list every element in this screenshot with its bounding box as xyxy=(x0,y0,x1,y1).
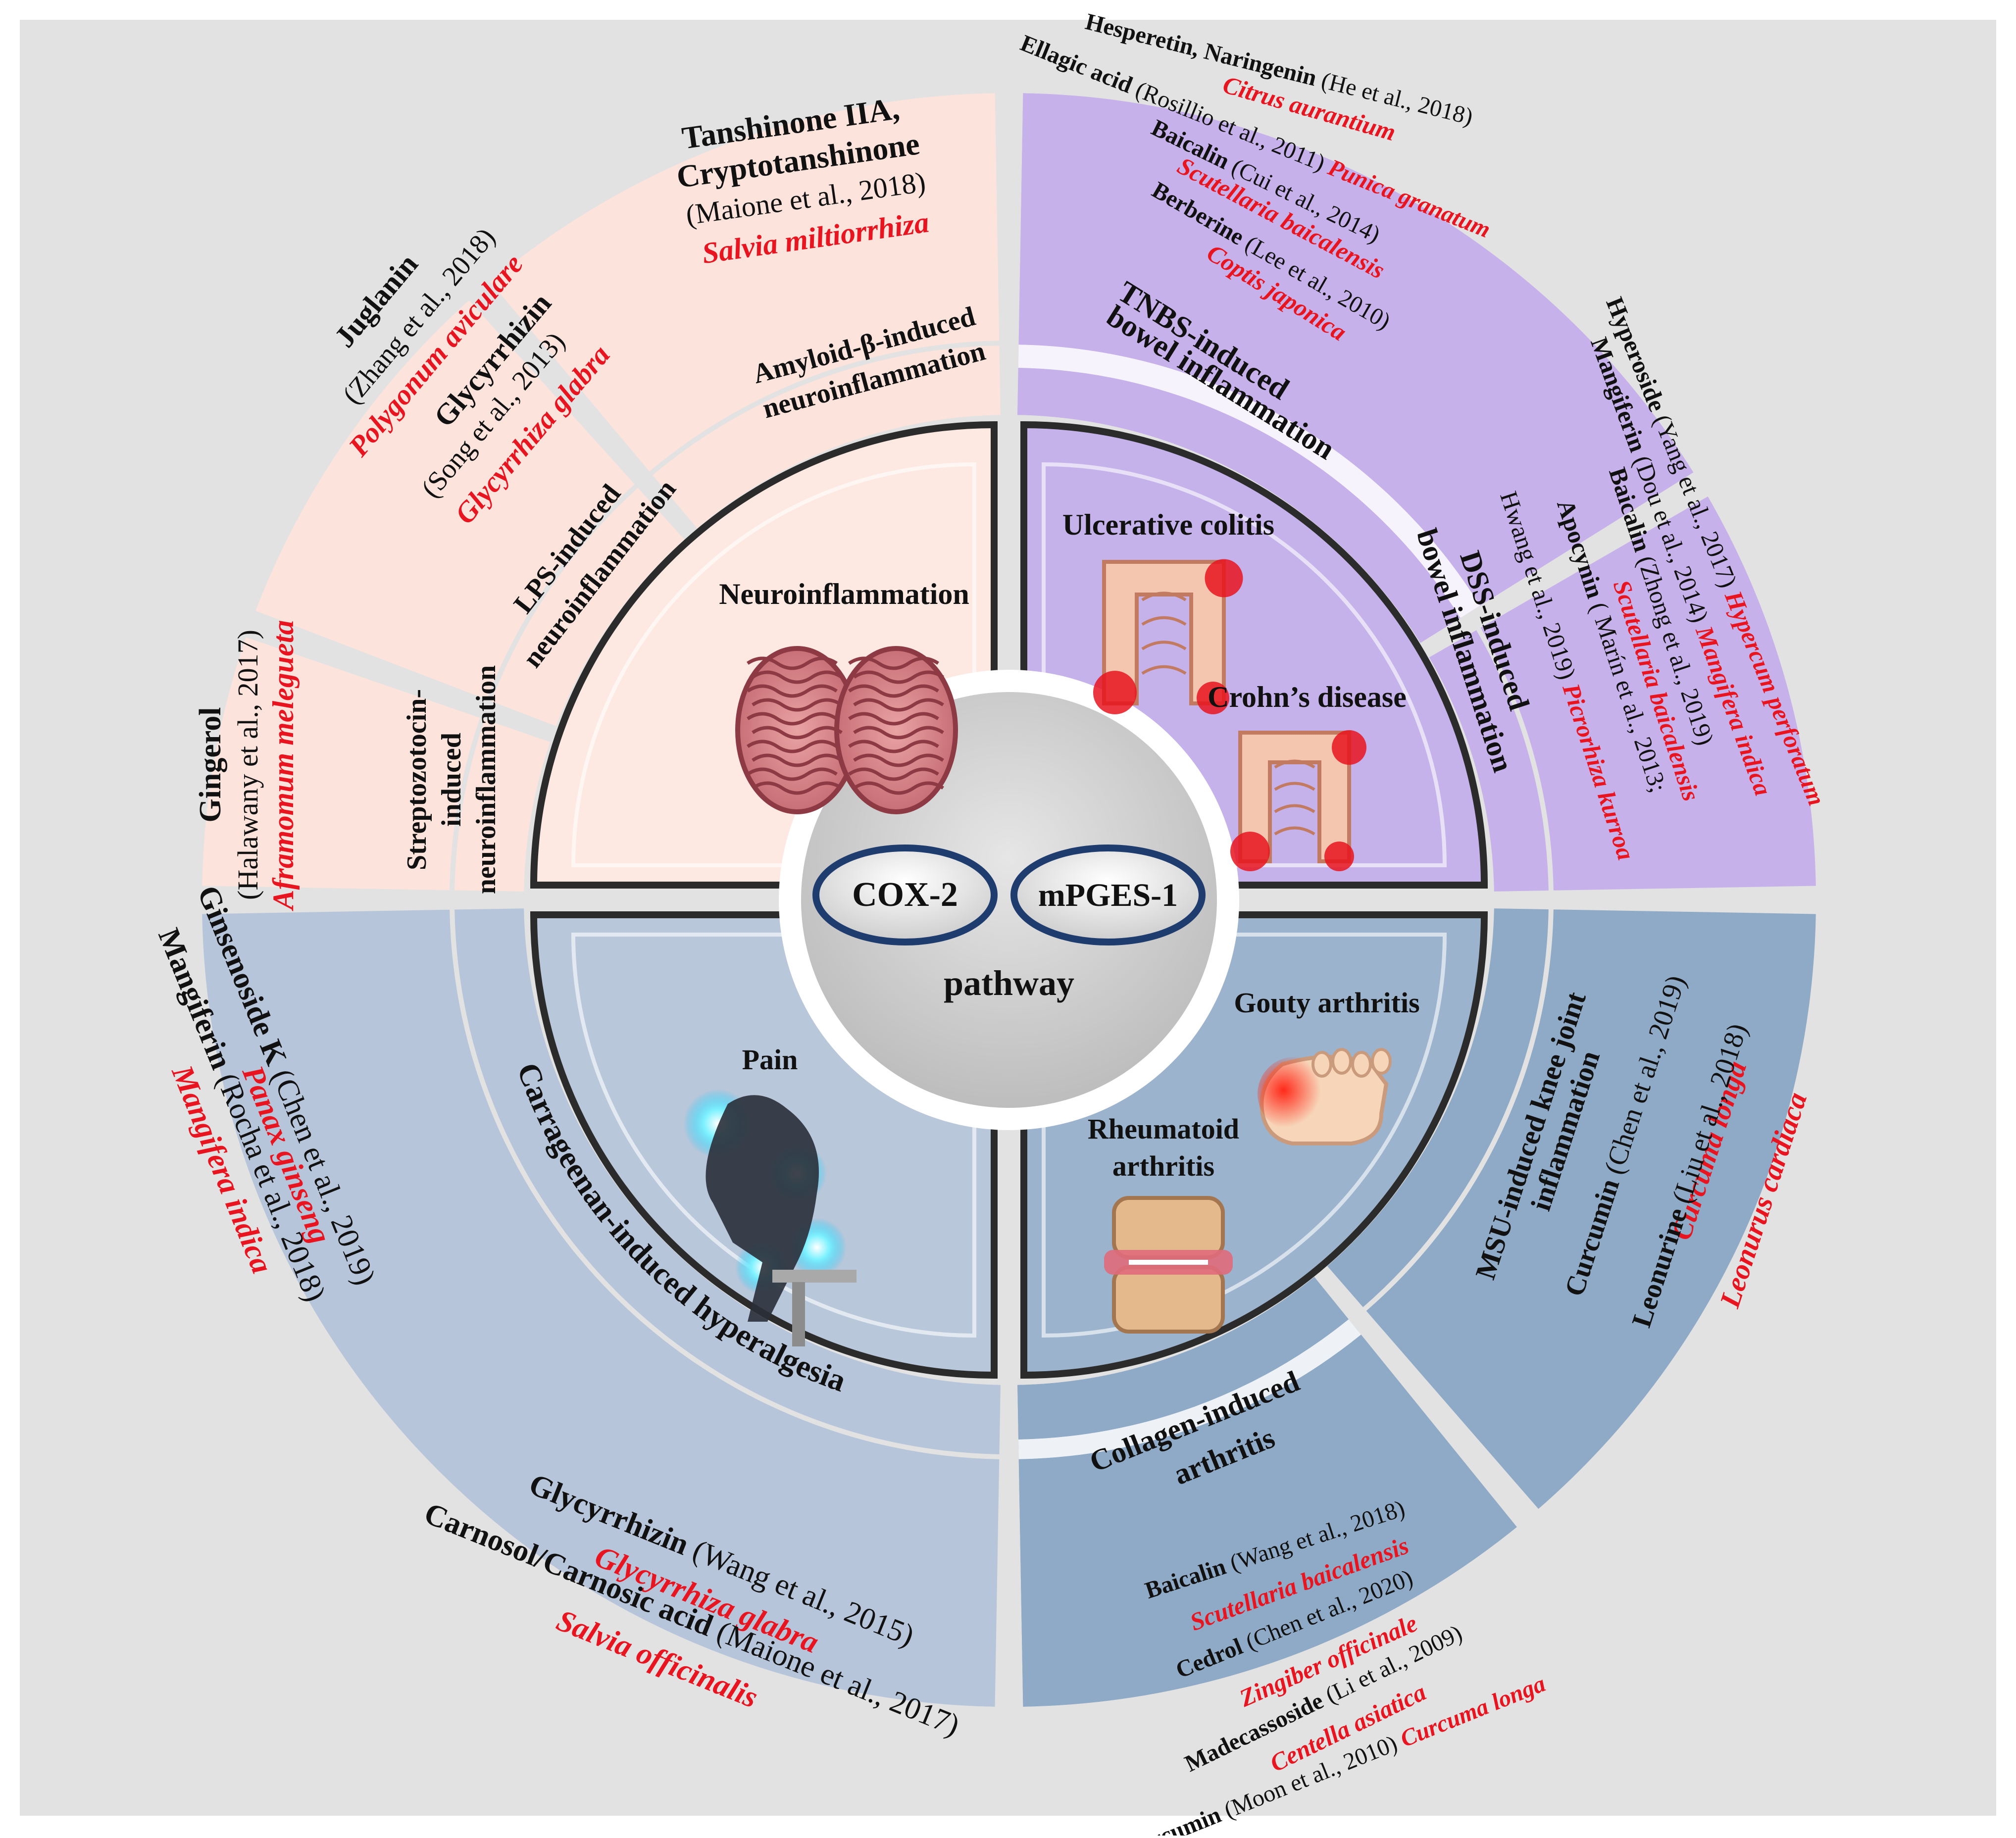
brain-fold xyxy=(853,726,944,740)
cox2-label: COX-2 xyxy=(852,876,958,914)
segment-dss-refs xyxy=(1480,497,1816,891)
brain-fold xyxy=(747,684,838,698)
bowel-loop xyxy=(1141,616,1187,626)
brain-fold xyxy=(747,767,838,781)
bone-upper xyxy=(1112,1196,1225,1259)
gout-inflammation xyxy=(1258,1057,1332,1131)
brain-fold xyxy=(752,753,843,767)
crohns-intestine-icon xyxy=(1230,730,1366,871)
foot-icon xyxy=(1258,1048,1392,1145)
toe xyxy=(1331,1048,1352,1075)
bowel-loop xyxy=(1141,641,1187,650)
inflammation-spot xyxy=(1093,671,1137,714)
segment-streptozotocin xyxy=(454,719,551,892)
brain-icon xyxy=(735,646,958,814)
inflammation-spot xyxy=(1197,682,1229,714)
brain-fold xyxy=(853,670,944,684)
mpges1-pill xyxy=(1010,844,1206,945)
pain-figure-stool xyxy=(772,1270,857,1283)
brain-fold xyxy=(747,656,838,670)
quadrant-pain-bevel xyxy=(571,933,976,1338)
inflammation-spot xyxy=(1332,730,1366,765)
brain-fold xyxy=(853,753,944,767)
gingerol-cite: (Halawany et al., 2017) xyxy=(232,630,264,900)
brain-fold xyxy=(853,698,944,712)
collagen-band-divider xyxy=(1018,1319,1361,1459)
streptozotocin-label-3: neuroinflammation xyxy=(471,665,502,894)
bowel-loop xyxy=(1274,759,1315,769)
bowel-loop xyxy=(1274,782,1315,791)
brain-fold xyxy=(848,656,939,670)
pain-figure-body xyxy=(706,1095,819,1322)
segment-juglanin xyxy=(255,300,635,700)
icon-layer xyxy=(683,559,1392,1346)
brain-fold xyxy=(848,684,939,698)
bowel-loop xyxy=(1141,665,1187,675)
quadrant-neuroinflammation-bevel xyxy=(571,462,976,867)
segment-gingerol xyxy=(202,637,480,891)
tnbs-refs-band xyxy=(1018,93,1694,606)
inflammation-spot xyxy=(1324,842,1354,871)
brain-fold xyxy=(848,740,939,753)
pain-figure-stool-leg xyxy=(792,1282,805,1346)
bowel-loop xyxy=(1274,804,1315,813)
tnbs-model-band xyxy=(1017,368,1461,643)
brain-fold xyxy=(747,712,838,726)
toe xyxy=(1371,1048,1392,1075)
crohns-disease-title: Crohn’s disease xyxy=(1208,681,1407,713)
segment-dss-model xyxy=(1429,630,1549,892)
collagen-model-band xyxy=(1017,1277,1349,1440)
toe xyxy=(1351,1051,1372,1078)
brain-fold xyxy=(752,726,843,740)
rheumatoid-title: Rheumatoid xyxy=(1088,1113,1239,1145)
streptozotocin-label-2: induced xyxy=(436,733,467,827)
segment-carrageenan xyxy=(454,908,1001,1454)
joint-icon xyxy=(1104,1196,1233,1334)
neuroinflammation-title: Neuroinflammation xyxy=(719,578,969,610)
brain-fold xyxy=(853,781,944,795)
segment-msu-refs xyxy=(1366,909,1816,1509)
ulcerative-colitis-intestine-icon xyxy=(1093,559,1243,714)
gouty-arthritis-title: Gouty arthritis xyxy=(1234,987,1419,1019)
brain-fold xyxy=(752,698,843,712)
brain-fold xyxy=(752,670,843,684)
brain-fold xyxy=(848,712,939,726)
segment-msu-model xyxy=(1327,908,1549,1307)
rheumatoid-title-2: arthritis xyxy=(1112,1150,1214,1182)
tnbs-band-divider xyxy=(1018,345,1480,618)
segment-amyloid xyxy=(653,346,1001,529)
bowel-loop xyxy=(1274,826,1315,836)
bowel-loop xyxy=(1141,592,1187,601)
gingerol-compound: Gingerol xyxy=(194,707,227,822)
segment-tanshinone xyxy=(490,93,1000,472)
segment-lps xyxy=(491,488,685,726)
cox2-pill xyxy=(812,844,998,945)
collagen-refs-band xyxy=(1018,1335,1517,1707)
quadrant-bowel-bevel xyxy=(1042,462,1447,867)
segment-pain-refs xyxy=(202,909,1000,1707)
inflammation-spot xyxy=(1230,832,1270,871)
pain-figure-icon xyxy=(683,1089,857,1346)
gingerol-species: Aframomum melegueta xyxy=(267,620,300,912)
inflammation-spot xyxy=(1205,559,1243,597)
streptozotocin-label-1: Streptozotocin- xyxy=(402,689,432,870)
brain-fold xyxy=(752,781,843,795)
brain-fold xyxy=(747,740,838,753)
pain-title: Pain xyxy=(742,1043,798,1076)
pathway-label: pathway xyxy=(944,963,1074,1003)
ulcerative-colitis-title: Ulcerative colitis xyxy=(1062,508,1274,541)
brain-fold xyxy=(848,767,939,781)
bone-lower xyxy=(1112,1265,1225,1334)
mpges1-label: mPGES-1 xyxy=(1038,877,1178,913)
toe xyxy=(1311,1051,1332,1078)
